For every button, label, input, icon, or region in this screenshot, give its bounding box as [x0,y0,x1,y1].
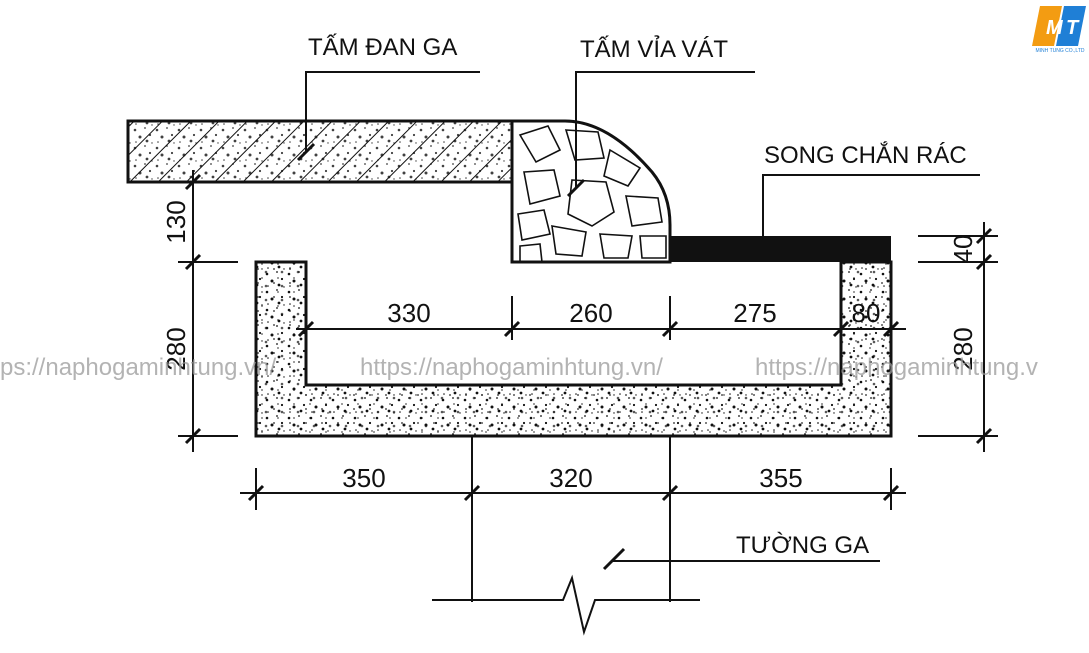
slab [126,119,514,184]
logo-letter-t: T [1066,17,1080,39]
dim-bottom-2: 320 [549,463,592,493]
leader-lines [296,71,980,571]
dim-top-1: 330 [387,298,430,328]
dim-right-lower: 280 [948,327,978,370]
curb-stone [510,119,672,264]
dim-top-2: 260 [569,298,612,328]
label-wall: TƯỜNG GA [736,532,869,559]
company-logo: M T MINH TUNG CO.,LTD [1032,6,1086,54]
dim-bottom-1: 350 [342,463,385,493]
dim-bottom-3: 355 [759,463,802,493]
label-slab: TẤM ĐAN GA [308,33,457,61]
dim-right-upper: 40 [948,235,978,264]
wall-lines [432,436,700,636]
pit-channel [254,260,893,438]
logo-t-shape [1056,6,1086,46]
label-curb: TẤM VỈA VÁT [580,34,728,63]
grate-bar [670,236,891,262]
dim-left-upper: 130 [161,200,191,243]
watermark-right: https://naphogaminhtung.v [755,354,1038,381]
label-grate: SONG CHẮN RÁC [764,141,967,169]
logo-m-shape [1032,6,1062,46]
dimension-lines [178,170,998,510]
dim-left-lower: 280 [161,327,191,370]
dim-top-3: 275 [733,298,776,328]
logo-letter-m: M [1046,17,1064,39]
watermark-center: https://naphogaminhtung.vn/ [360,354,663,381]
watermark-left: ps://naphogaminhtung.vn/ [0,354,277,381]
dim-top-4: 80 [852,298,881,328]
logo-company: MINH TUNG CO.,LTD [1036,48,1085,54]
